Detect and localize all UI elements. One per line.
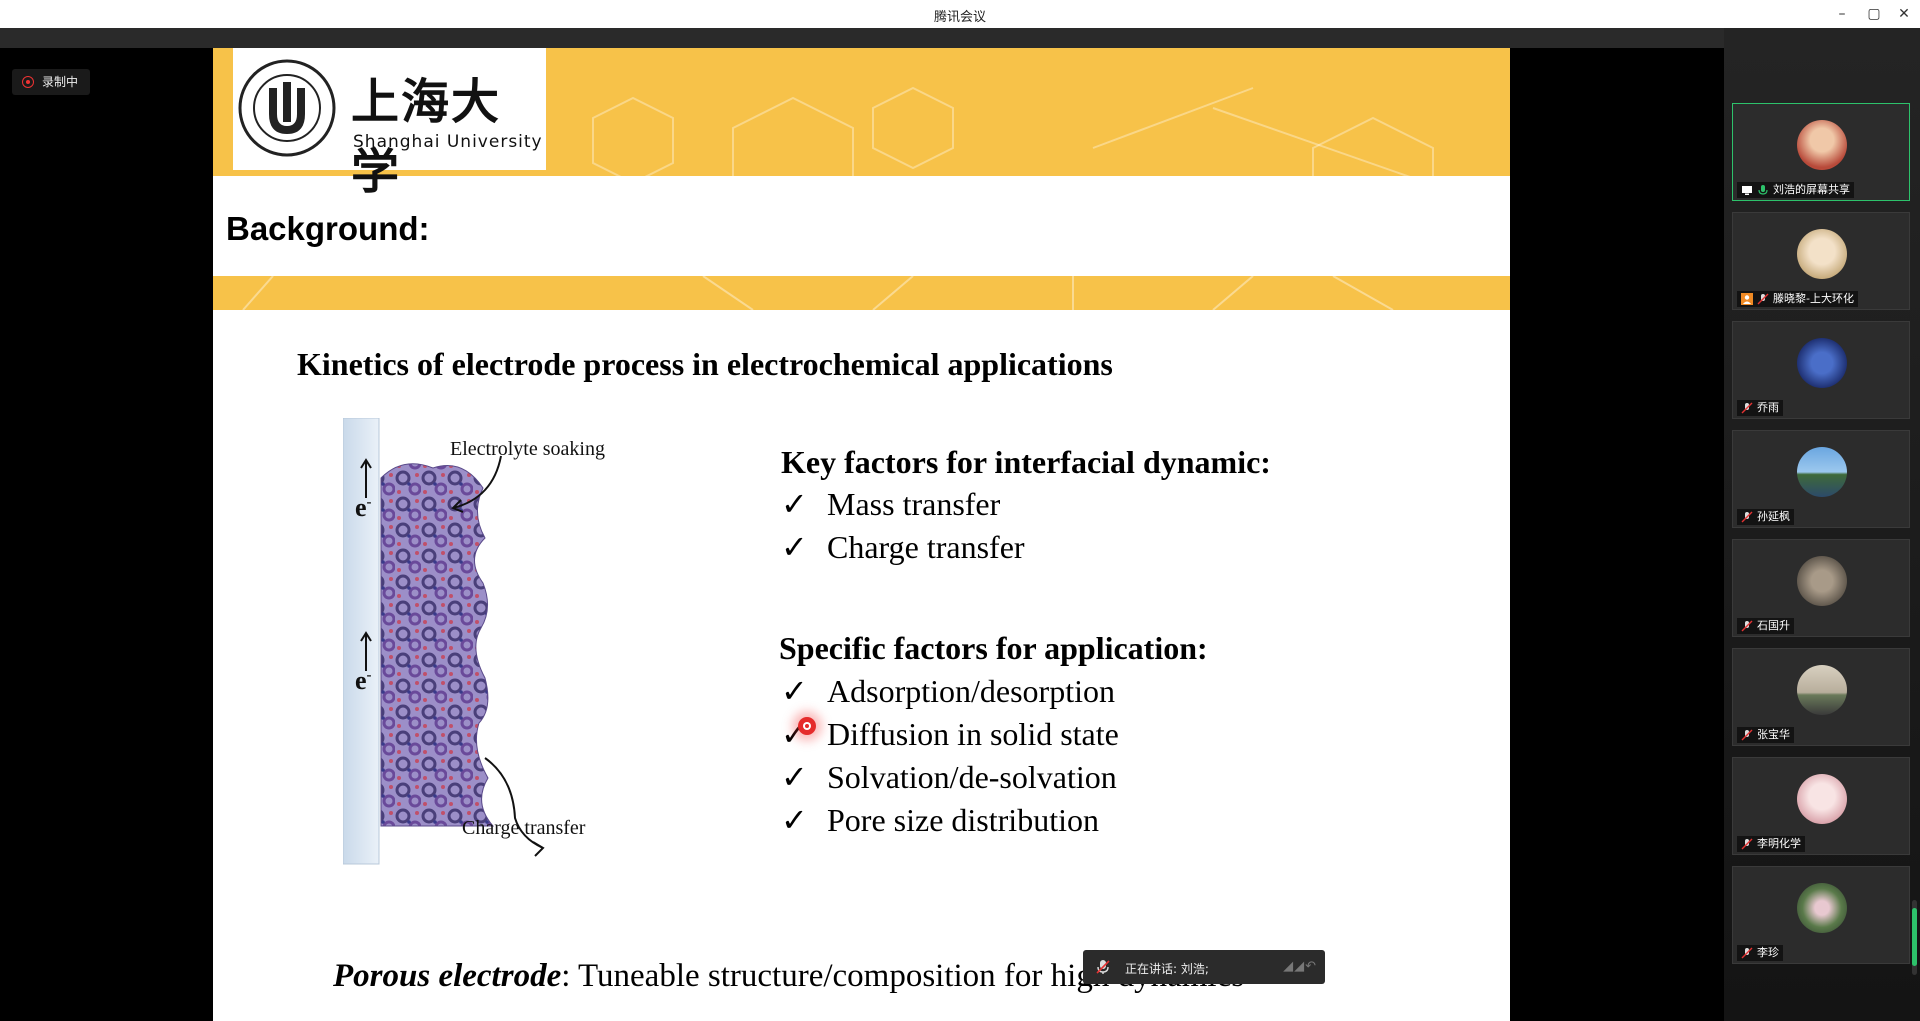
specific-factor-item: ✓Adsorption/desorption: [781, 673, 1115, 709]
avatar: [1797, 883, 1847, 933]
participant-tile[interactable]: 刘浩的屏幕共享: [1732, 103, 1910, 201]
university-seal: [238, 59, 336, 157]
key-factor-item: ✓Mass transfer: [781, 486, 1001, 522]
muted-mic-icon: [1741, 402, 1753, 414]
slide-heading: Kinetics of electrode process in electro…: [297, 346, 1113, 382]
recording-label: 录制中: [42, 75, 79, 89]
window-title: 腾讯会议: [933, 10, 986, 25]
participant-tile[interactable]: 李珍: [1732, 866, 1910, 964]
participant-tile[interactable]: 李明化学: [1732, 757, 1910, 855]
recording-indicator[interactable]: 录制中: [12, 69, 91, 95]
logo-english-name: Shanghai University: [353, 132, 543, 152]
specific-factors-title: Specific factors for application:: [779, 630, 1208, 666]
avatar: [1797, 556, 1847, 606]
title-underline-band: [213, 276, 1510, 310]
participant-name: 张宝华: [1757, 728, 1790, 741]
header-band: 上海大学 Shanghai University: [213, 48, 1510, 200]
participants-scrollbar[interactable]: [1912, 908, 1917, 966]
muted-mic-icon: [1096, 960, 1110, 974]
section-title: Background:: [226, 210, 430, 247]
charge-transfer-label: Charge transfer: [462, 817, 586, 839]
avatar: [1797, 447, 1847, 497]
check-icon: ✓: [781, 759, 808, 795]
participant-tile[interactable]: 滕晓黎-上大环化: [1732, 212, 1910, 310]
participant-tile[interactable]: 张宝华: [1732, 648, 1910, 746]
header-decoration: [592, 86, 1434, 176]
electron-label-bottom: e-: [355, 666, 372, 695]
electron-label-top: e-: [355, 493, 372, 522]
participant-tile[interactable]: 石国升: [1732, 539, 1910, 637]
check-icon: ✓: [781, 529, 808, 565]
participant-tile[interactable]: 孙延枫: [1732, 430, 1910, 528]
participant-tile[interactable]: 乔雨: [1732, 321, 1910, 419]
specific-factor-item: ✓Diffusion in solid state: [781, 716, 1119, 752]
avatar: [1797, 120, 1847, 170]
maximize-icon[interactable]: ▢: [1867, 6, 1881, 22]
avatar: [1797, 229, 1847, 279]
check-icon: ✓: [781, 673, 808, 709]
speaking-text: 正在讲话: 刘浩;: [1125, 962, 1209, 976]
muted-mic-icon: [1741, 729, 1753, 741]
logo-chinese-name: 上海大学: [351, 74, 502, 200]
close-icon[interactable]: ✕: [1898, 6, 1910, 22]
host-icon: [1741, 293, 1753, 305]
participant-name: 李珍: [1757, 946, 1779, 959]
muted-mic-icon: [1741, 947, 1753, 959]
annotation-tools-icon[interactable]: ◢◢↶: [1283, 959, 1317, 974]
minimize-icon[interactable]: –: [1838, 6, 1846, 22]
muted-mic-icon: [1741, 838, 1753, 850]
porous-electrode-figure: [343, 418, 545, 865]
avatar: [1797, 338, 1847, 388]
avatar: [1797, 774, 1847, 824]
specific-factor-item: ✓Pore size distribution: [781, 802, 1099, 838]
muted-mic-icon: [1741, 620, 1753, 632]
participant-name: 刘浩的屏幕共享: [1773, 183, 1850, 196]
participant-name: 滕晓黎-上大环化: [1773, 292, 1854, 305]
muted-mic-icon: [1741, 511, 1753, 523]
mic-icon: [1758, 185, 1768, 195]
check-icon: ✓: [781, 802, 808, 838]
university-logo: 上海大学 Shanghai University: [233, 48, 546, 200]
participant-name: 孙延枫: [1757, 510, 1790, 523]
check-icon: ✓: [781, 486, 808, 522]
window-titlebar: 腾讯会议 – ▢ ✕: [0, 0, 1920, 28]
key-factors-title: Key factors for interfacial dynamic:: [781, 444, 1271, 480]
participant-name: 李明化学: [1757, 837, 1801, 850]
shared-screen-slide: 上海大学 Shanghai University Background: Kin…: [213, 48, 1510, 1021]
electrolyte-soaking-label: Electrolyte soaking: [450, 438, 605, 460]
screen-share-icon: [1742, 186, 1752, 195]
record-icon: [22, 76, 34, 88]
toolbar-strip: [0, 28, 1724, 48]
specific-factor-item: ✓Solvation/de-solvation: [781, 759, 1117, 795]
laser-pointer: [798, 717, 816, 735]
avatar: [1797, 665, 1847, 715]
participant-name: 石国升: [1757, 619, 1790, 632]
key-factor-item: ✓Charge transfer: [781, 529, 1025, 565]
participant-name: 乔雨: [1757, 401, 1779, 414]
speaking-indicator[interactable]: 正在讲话: 刘浩; ◢◢↶: [1083, 950, 1325, 984]
muted-mic-icon: [1757, 293, 1769, 305]
